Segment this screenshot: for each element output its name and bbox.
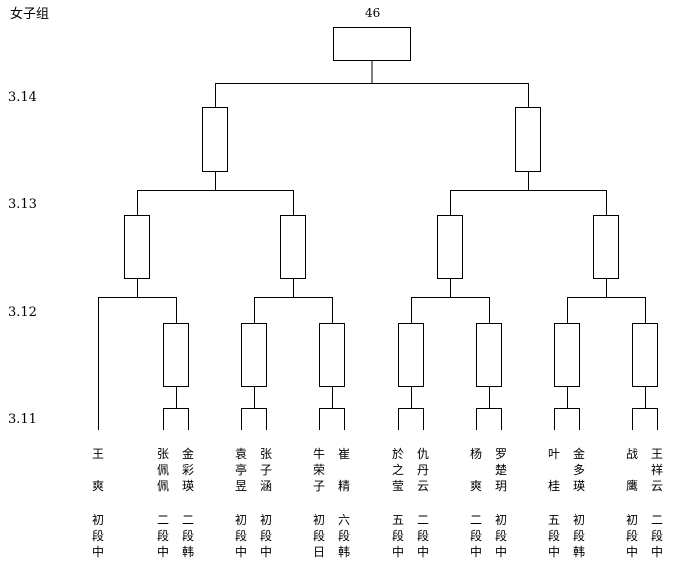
- player-rank-region: 初段中: [91, 513, 104, 559]
- quarterfinal-box-2: [280, 215, 306, 279]
- player-rank-region: 五段中: [391, 513, 404, 559]
- group-title: 女子组: [10, 7, 50, 22]
- player-column: 王爽初段中: [90, 446, 106, 560]
- match-box-1: [163, 323, 189, 387]
- match-box-3: [319, 323, 345, 387]
- player-name: 崔精: [337, 447, 350, 493]
- player-rank-region: 六段韩: [337, 513, 350, 559]
- round-date-quarterfinal: 3.12: [8, 305, 37, 320]
- round-date-semifinal: 3.13: [8, 197, 37, 212]
- match-box-5: [476, 323, 502, 387]
- player-name: 於之莹: [391, 447, 404, 493]
- player-rank-region: 初段中: [259, 513, 272, 559]
- player-rank-region: 初段中: [234, 513, 247, 559]
- player-rank-region: 五段中: [547, 513, 560, 559]
- player-name: 杨爽: [469, 447, 482, 493]
- player-column: 叶桂五段中: [546, 446, 562, 560]
- player-rank-region: 二段中: [650, 513, 663, 559]
- player-name: 金彩瑛: [181, 447, 194, 493]
- semifinal-box-left: [202, 107, 228, 172]
- player-name: 仇丹云: [416, 447, 429, 493]
- player-name: 王祥云: [650, 447, 663, 493]
- round-date-final: 3.14: [8, 90, 37, 105]
- player-rank-region: 初段中: [625, 513, 638, 559]
- final-box: [333, 27, 411, 61]
- player-name: 张佩佩: [156, 447, 169, 493]
- player-column: 王祥云二段中: [649, 446, 665, 560]
- match-box-2: [241, 323, 267, 387]
- player-column: 袁亭昱初段中: [233, 446, 249, 560]
- player-column: 张子涵初段中: [258, 446, 274, 560]
- player-column: 张佩佩二段中: [155, 446, 171, 560]
- player-column: 崔精六段韩: [336, 446, 352, 560]
- player-name: 罗楚玥: [494, 447, 507, 493]
- final-code: 46: [365, 6, 381, 20]
- player-column: 牛荣子初段日: [311, 446, 327, 560]
- quarterfinal-box-1: [124, 215, 150, 279]
- player-column: 金彩瑛二段韩: [180, 446, 196, 560]
- player-column: 於之莹五段中: [390, 446, 406, 560]
- player-column: 杨爽二段中: [468, 446, 484, 560]
- player-name: 金多瑛: [572, 447, 585, 493]
- player-rank-region: 初段韩: [572, 513, 585, 559]
- player-name: 战鹰: [625, 447, 638, 493]
- player-column: 罗楚玥初段中: [493, 446, 509, 560]
- match-box-7: [632, 323, 658, 387]
- player-name: 叶桂: [547, 447, 560, 493]
- quarterfinal-box-3: [437, 215, 463, 279]
- player-column: 战鹰初段中: [624, 446, 640, 560]
- player-column: 金多瑛初段韩: [571, 446, 587, 560]
- player-rank-region: 二段中: [469, 513, 482, 559]
- player-column: 仇丹云二段中: [415, 446, 431, 560]
- round-date-first-round: 3.11: [8, 412, 37, 427]
- player-name: 张子涵: [259, 447, 272, 493]
- player-rank-region: 二段中: [156, 513, 169, 559]
- quarterfinal-box-4: [593, 215, 619, 279]
- match-box-4: [398, 323, 424, 387]
- player-rank-region: 二段中: [416, 513, 429, 559]
- semifinal-box-right: [515, 107, 541, 172]
- player-name: 袁亭昱: [234, 447, 247, 493]
- player-rank-region: 初段中: [494, 513, 507, 559]
- player-rank-region: 二段韩: [181, 513, 194, 559]
- player-name: 牛荣子: [312, 447, 325, 493]
- match-box-6: [554, 323, 580, 387]
- player-rank-region: 初段日: [312, 513, 325, 559]
- player-name: 王爽: [91, 447, 104, 493]
